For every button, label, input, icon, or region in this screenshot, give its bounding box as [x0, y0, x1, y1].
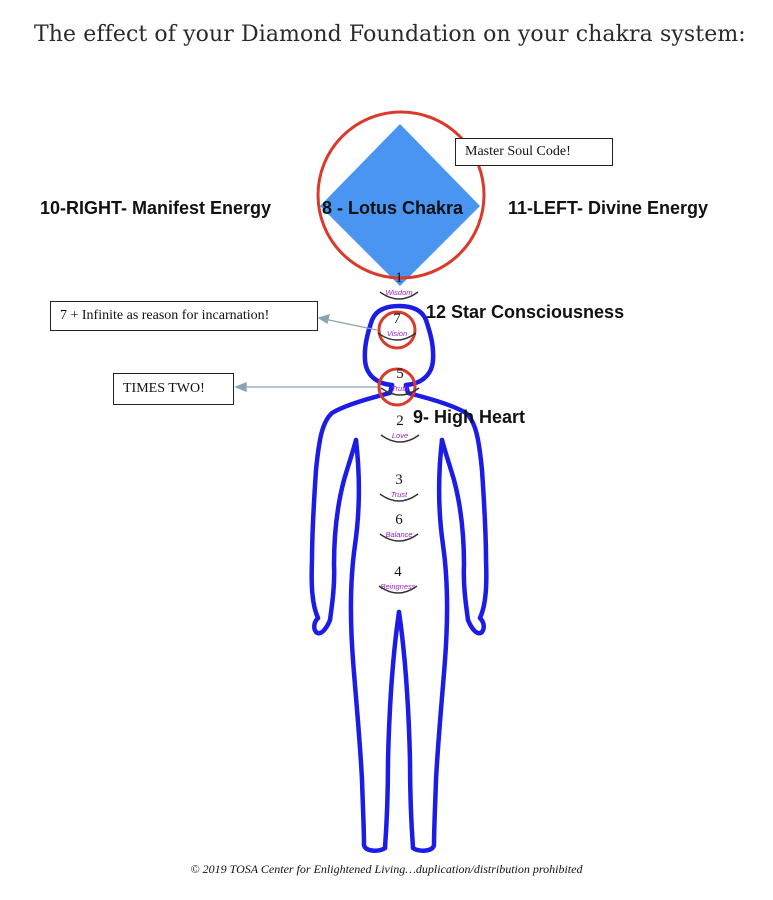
chakra-arc-trust	[379, 493, 419, 502]
chakra-arc-truth	[380, 387, 420, 396]
right-manifest-label: 10-RIGHT- Manifest Energy	[40, 198, 272, 218]
chakra-word-trust: Trust	[391, 490, 408, 499]
chakra-word-wisdom: Wisdom	[385, 288, 412, 297]
master-soul-callout: Master Soul Code!	[455, 138, 613, 166]
chakra-number-4: 4	[394, 564, 402, 580]
chakra-word-love: Love	[392, 431, 408, 440]
chakra-arc-vision	[377, 332, 417, 341]
body-outline	[309, 303, 489, 853]
truth-highlight-circle	[377, 367, 417, 407]
infinite-callout: 7 + Infinite as reason for incarnation!	[50, 301, 318, 331]
chakra-arc-beingness	[378, 585, 418, 594]
times-two-callout: TIMES TWO!	[113, 373, 234, 405]
chakra-number-3: 3	[395, 472, 403, 488]
chakra-number-2: 2	[396, 413, 404, 429]
star-consciousness-label: 12 Star Consciousness	[426, 302, 625, 322]
chakra-word-vision: Vision	[387, 329, 407, 338]
left-divine-label: 11-LEFT- Divine Energy	[508, 198, 709, 218]
chakra-number-6: 6	[395, 512, 403, 528]
vision-highlight-circle	[377, 310, 417, 350]
chakra-number-1: 1	[395, 270, 403, 286]
page-title: The effect of your Diamond Foundation on…	[34, 22, 746, 47]
chakra-arc-wisdom	[379, 291, 419, 300]
chakra-arc-balance	[379, 533, 419, 542]
lotus-diamond	[320, 124, 480, 286]
high-heart-label: 9- High Heart	[413, 407, 526, 427]
chakra-word-balance: Balance	[385, 530, 412, 539]
chakra-word-truth: Truth	[392, 384, 409, 393]
lotus-highlight-circle	[316, 110, 486, 280]
lotus-chakra-label: 8 - Lotus Chakra	[322, 198, 464, 218]
callout-arrows	[234, 314, 378, 392]
chakra-number-5: 5	[396, 366, 404, 382]
copyright-notice: © 2019 TOSA Center for Enlightened Livin…	[190, 862, 583, 876]
chakra-arc-love	[380, 434, 420, 443]
chakra-number-7: 7	[393, 311, 401, 327]
chakra-word-beingness: Beingness	[380, 582, 415, 591]
